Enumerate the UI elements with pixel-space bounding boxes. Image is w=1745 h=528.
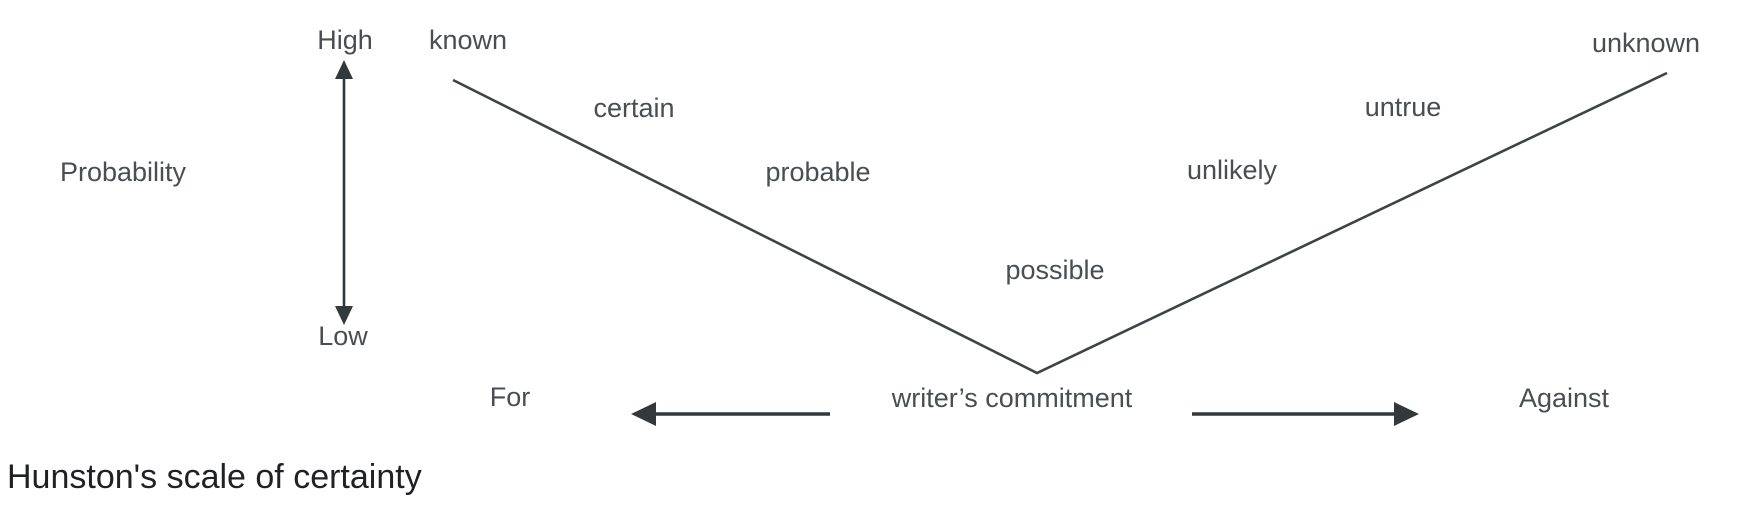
scale-unknown-label: unknown (1591, 28, 1701, 58)
for-arrow-icon (631, 402, 830, 426)
scale-unlikely-label: unlikely (1186, 155, 1278, 185)
commitment-for-label: For (489, 382, 531, 412)
against-arrow-icon (1192, 402, 1419, 426)
certainty-v-line (452, 71, 1668, 375)
scale-possible-label: possible (1005, 255, 1105, 285)
commitment-axis-label: writer’s commitment (891, 383, 1133, 413)
scale-known-label: known (428, 25, 508, 55)
commitment-against-label: Against (1518, 383, 1610, 413)
probability-axis-label: Probability (59, 157, 187, 187)
probability-axis-arrow-icon (335, 60, 353, 325)
probability-high-label: High (317, 25, 373, 55)
scale-certain-label: certain (593, 93, 675, 123)
probability-low-label: Low (318, 321, 368, 351)
figure-caption: Hunston's scale of certainty (7, 458, 422, 496)
scale-untrue-label: untrue (1364, 92, 1442, 122)
scale-probable-label: probable (765, 157, 871, 187)
